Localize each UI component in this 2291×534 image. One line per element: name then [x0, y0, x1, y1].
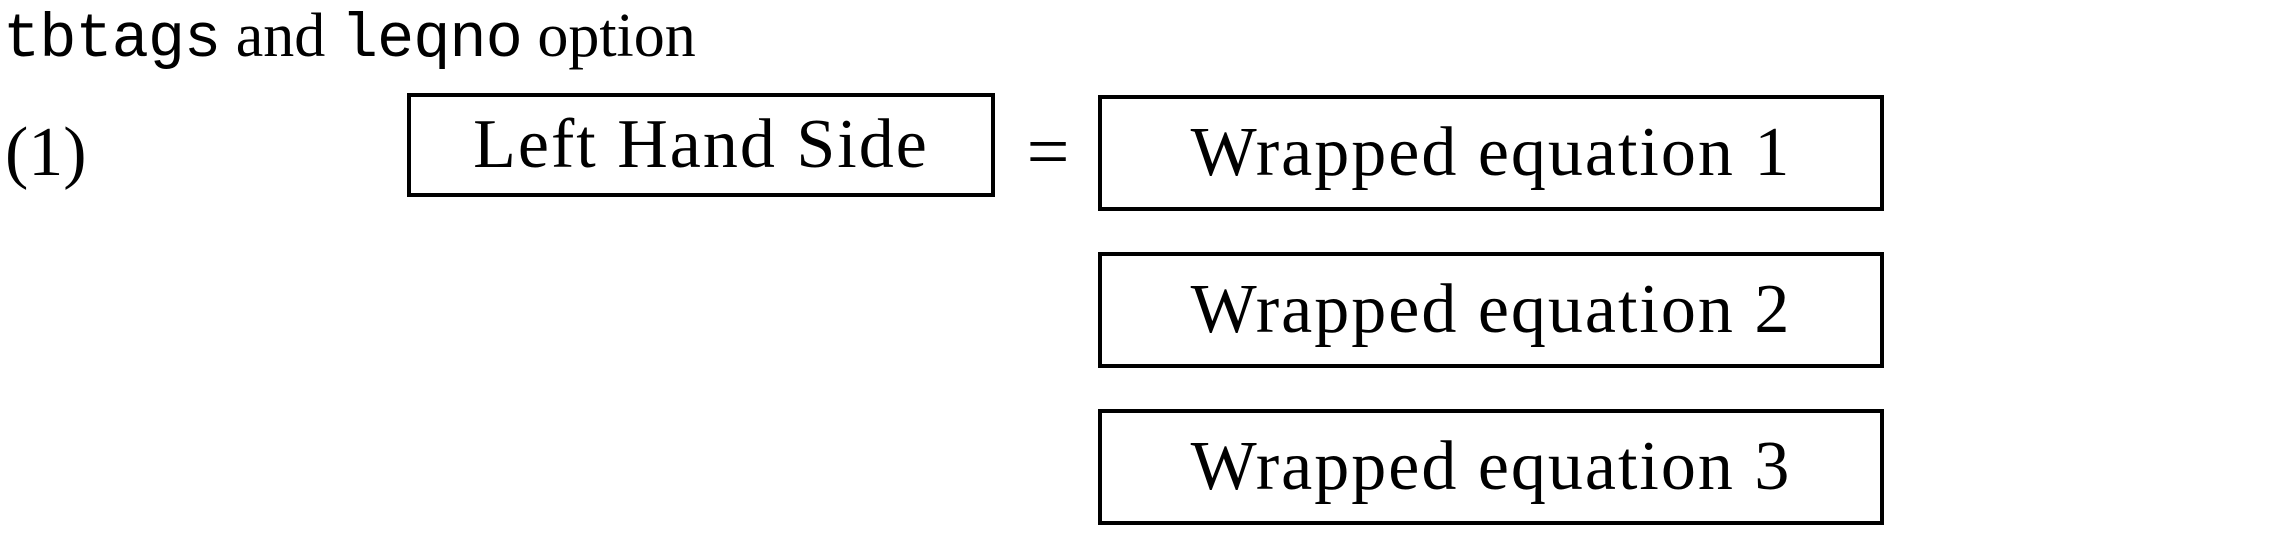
title-code-leqno: leqno — [340, 4, 523, 75]
equation-number: (1) — [5, 113, 87, 191]
rhs-framed-box-3: Wrapped equation 3 — [1098, 409, 1884, 525]
lhs-framed-box: Left Hand Side — [407, 93, 995, 197]
rhs-framed-box-1: Wrapped equation 1 — [1098, 95, 1884, 211]
rhs-label-1: Wrapped equation 1 — [1190, 114, 1792, 191]
title-word-and: and — [220, 2, 341, 70]
section-title: tbtags and leqno option — [3, 2, 696, 74]
rhs-framed-box-2: Wrapped equation 2 — [1098, 252, 1884, 368]
lhs-label: Left Hand Side — [473, 106, 929, 183]
rhs-label-3: Wrapped equation 3 — [1190, 428, 1792, 505]
title-code-tbtags: tbtags — [3, 4, 221, 75]
title-word-option: option — [521, 2, 696, 70]
equals-sign: = — [1026, 110, 1070, 194]
rhs-label-2: Wrapped equation 2 — [1190, 271, 1792, 348]
